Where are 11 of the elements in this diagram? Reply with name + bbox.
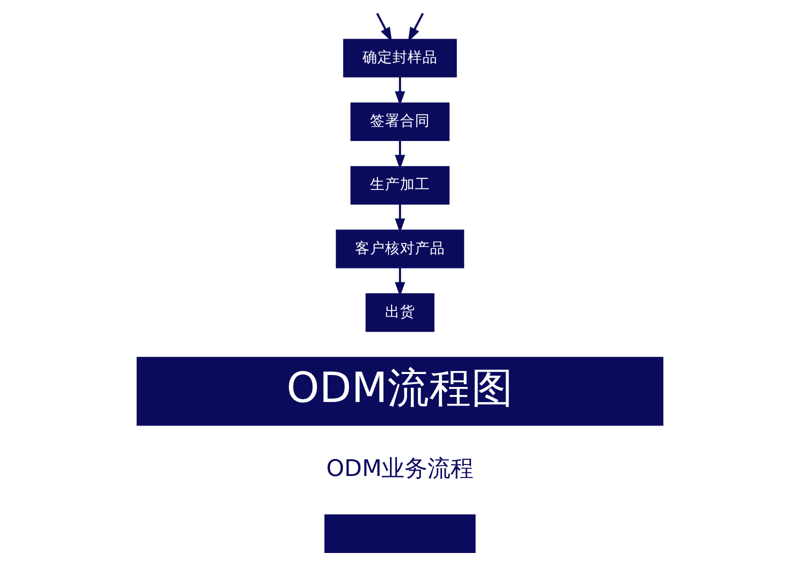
node-box: 确定封样品	[343, 38, 457, 78]
node-box: 出货	[366, 293, 434, 332]
arrow	[394, 140, 406, 170]
label: ODM业务流程	[326, 456, 474, 482]
arrow	[408, 12, 424, 42]
node-box	[324, 514, 476, 553]
node-box: 签署合同	[350, 102, 450, 142]
node-box: ODM流程图	[136, 356, 664, 426]
node-box: 客户核对产品	[336, 230, 464, 268]
node-box: 生产加工	[350, 166, 450, 205]
arrow	[376, 12, 392, 42]
